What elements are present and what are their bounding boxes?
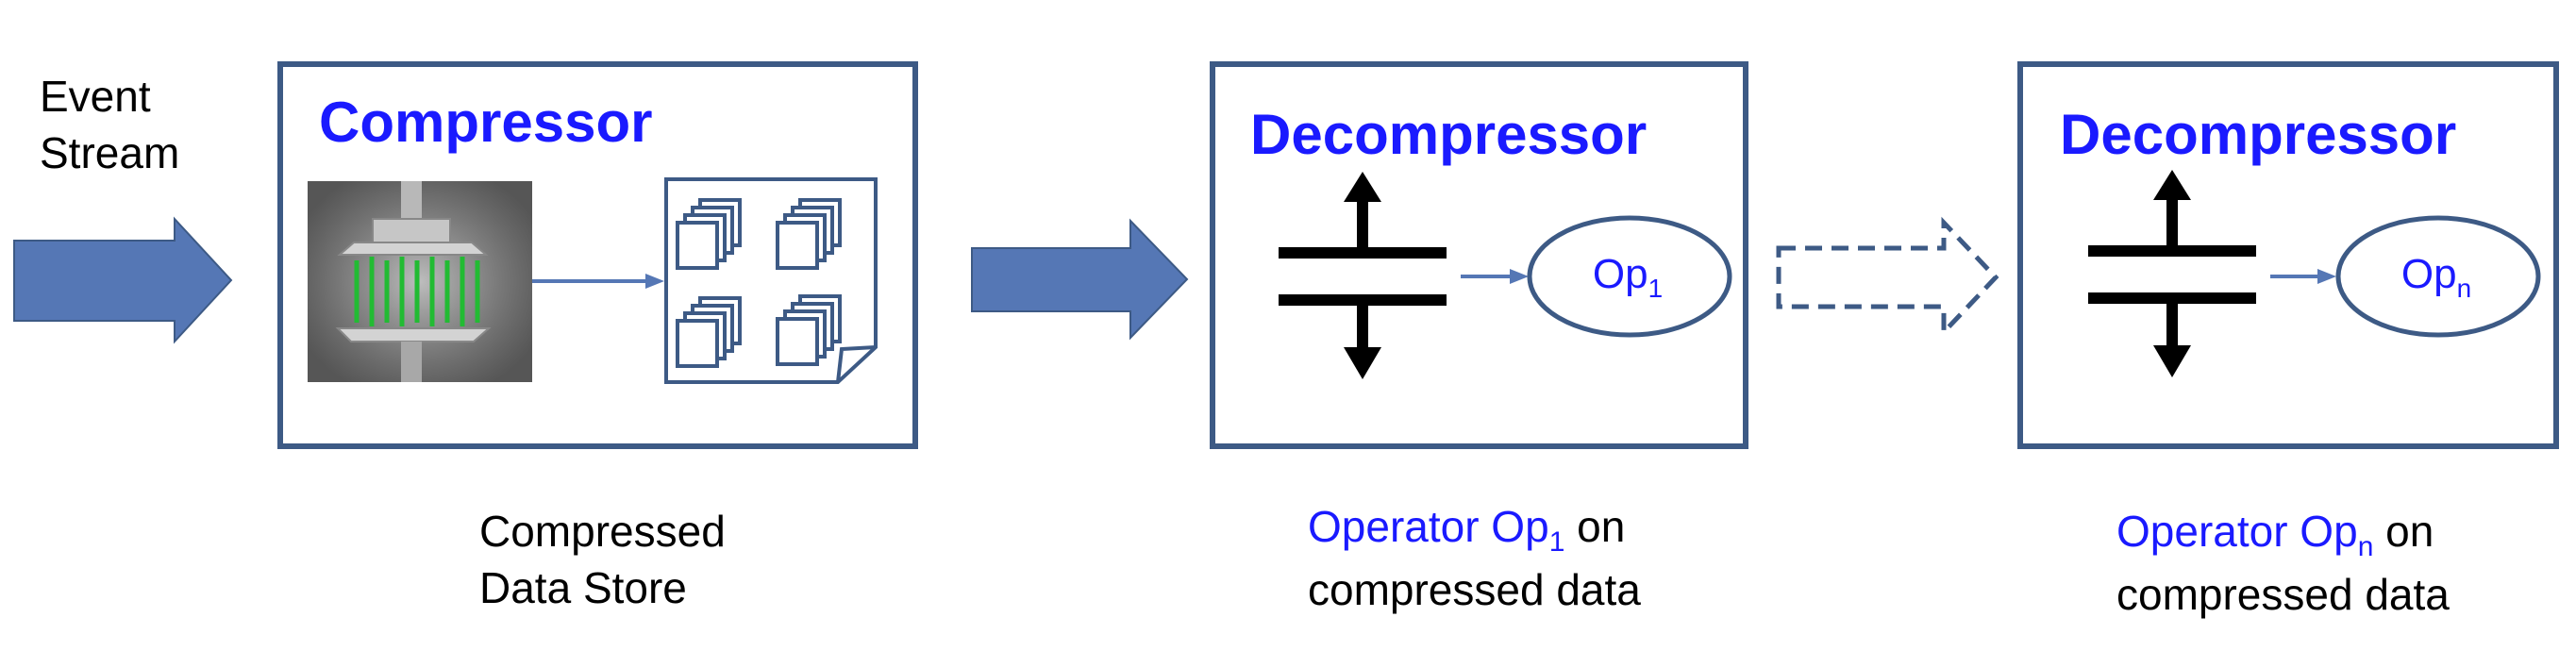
compressor-press-image: [308, 181, 532, 382]
data-store-line1: Compressed: [479, 507, 726, 556]
operator-n-sub: n: [2456, 274, 2472, 303]
operator-n-caption: Operator Opn on compressed data: [2116, 503, 2450, 623]
decompressor-n-symbol: [2088, 170, 2256, 377]
operator-n-caption-line2: compressed data: [2116, 570, 2450, 619]
data-store-caption: Compressed Data Store: [479, 503, 726, 616]
operator-n-label: Opn: [2356, 251, 2517, 303]
event-stream-line2: Stream: [40, 128, 180, 177]
operator-1-base: Op: [1592, 251, 1648, 297]
operator-1-caption: Operator Op1 on compressed data: [1308, 498, 1641, 618]
event-stream-label: Event Stream: [40, 68, 179, 181]
operator-1-caption-line2: compressed data: [1308, 565, 1641, 614]
decompressor-n-title: Decompressor: [2060, 103, 2457, 166]
operator-n-caption-line1: Operator Opn on: [2116, 503, 2450, 566]
decompressor-1-op-arrow: [1461, 269, 1529, 284]
decompressor-1-symbol: [1279, 172, 1447, 379]
operator-n-caption-sub: n: [2357, 531, 2374, 562]
operator-1-caption-sub: 1: [1548, 526, 1565, 558]
operator-n-caption-prefix: Operator Op: [2116, 507, 2358, 556]
event-stream-line1: Event: [40, 72, 151, 121]
dashed-continuation-arrow: [1776, 216, 1999, 339]
operator-1-caption-suffix: on: [1564, 502, 1626, 551]
decompressor-1-title: Decompressor: [1250, 103, 1648, 166]
operator-1-caption-prefix: Operator Op: [1308, 502, 1549, 551]
compressor-title: Compressor: [319, 91, 653, 154]
store-to-decompressor-arrow: [971, 218, 1189, 341]
operator-n-caption-suffix: on: [2373, 507, 2434, 556]
operator-n-base: Op: [2400, 251, 2457, 297]
data-store-line2: Data Store: [479, 563, 687, 612]
data-store-icon: [664, 177, 878, 384]
operator-1-caption-line1: Operator Op1 on: [1308, 498, 1641, 561]
decompressor-n-op-arrow: [2270, 269, 2336, 284]
operator-1-label: Op1: [1547, 251, 1708, 303]
operator-1-ellipse: [1527, 215, 1732, 338]
operator-n-ellipse: [2335, 215, 2541, 338]
compress-arrow: [532, 274, 664, 289]
input-arrow: [13, 216, 233, 344]
operator-1-sub: 1: [1648, 274, 1664, 303]
